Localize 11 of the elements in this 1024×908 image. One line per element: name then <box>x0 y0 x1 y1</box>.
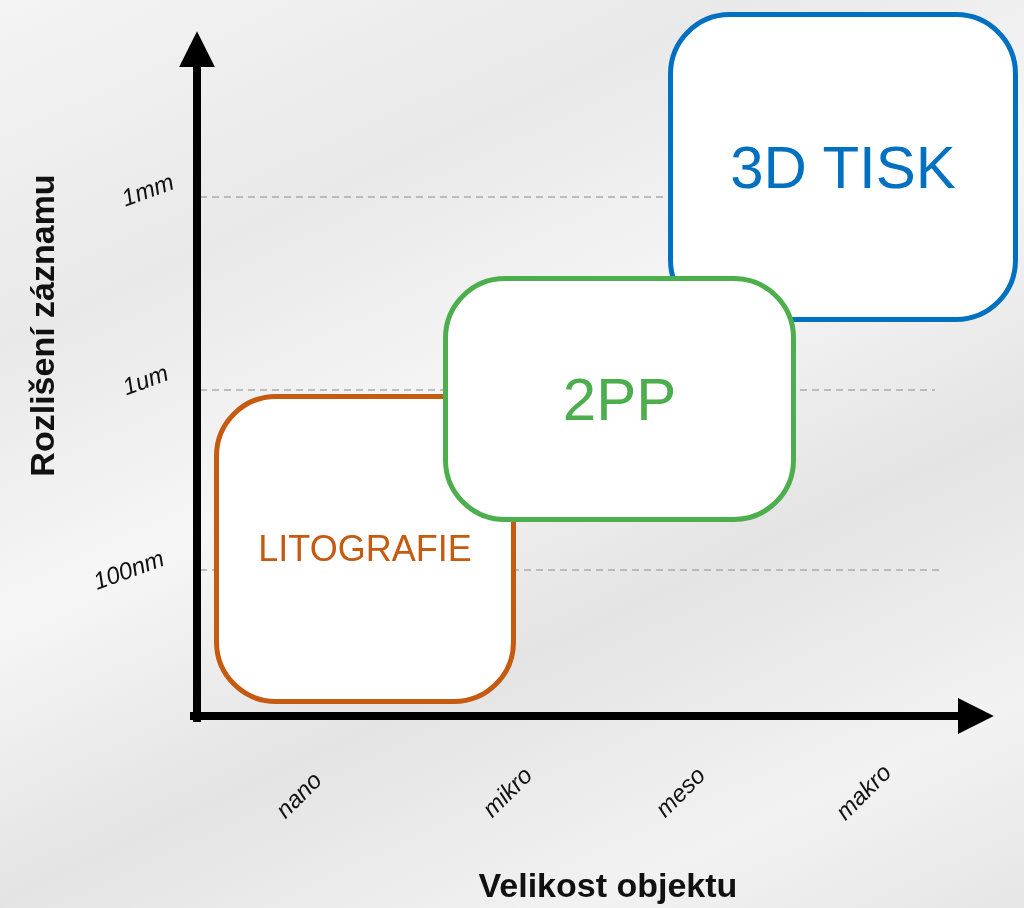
tick-label: 1mm <box>117 167 177 213</box>
box-label: LITOGRAFIE <box>258 528 472 570</box>
axis-title: Velikost objektu <box>478 865 738 905</box>
box-label: 2PP <box>562 364 677 434</box>
rounded-box <box>214 394 516 704</box>
tick-label: 100nm <box>88 544 168 596</box>
axis-title: Rozlišení záznamu <box>22 173 62 477</box>
rounded-box <box>443 276 796 522</box>
box-label: 3D TISK <box>730 132 956 202</box>
tick-label: 1um <box>118 358 172 402</box>
rounded-box <box>668 12 1018 322</box>
